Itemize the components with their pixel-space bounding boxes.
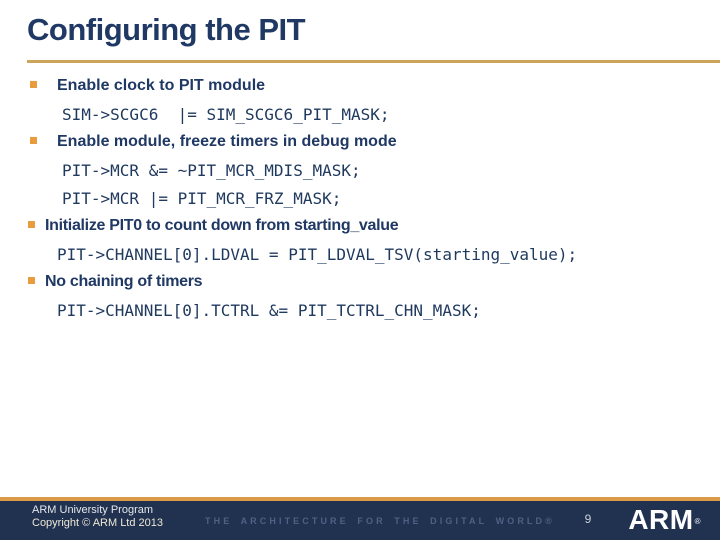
- title-underline: [27, 60, 720, 63]
- bullet-item: Enable module, freeze timers in debug mo…: [0, 128, 720, 156]
- bullet-label: Enable clock to PIT module: [57, 77, 266, 94]
- page-title: Configuring the PIT: [27, 12, 306, 47]
- square-bullet-icon: [30, 80, 37, 88]
- code-line: SIM->SCGC6 |= SIM_SCGC6_PIT_MASK;: [62, 104, 390, 124]
- bullet-item: No chaining of timers: [0, 268, 720, 296]
- code-line: PIT->MCR |= PIT_MCR_FRZ_MASK;: [62, 188, 342, 208]
- arm-logo-text: ARM: [628, 504, 694, 535]
- code-line: PIT->MCR &= ~PIT_MCR_MDIS_MASK;: [62, 160, 361, 180]
- square-bullet-icon: [28, 276, 35, 284]
- bullet-item: Enable clock to PIT module: [0, 72, 720, 100]
- footer-credits: ARM University Program Copyright © ARM L…: [32, 504, 163, 530]
- slide-content: Enable clock to PIT module SIM->SCGC6 |=…: [0, 72, 720, 324]
- code-line: PIT->CHANNEL[0].TCTRL &= PIT_TCTRL_CHN_M…: [57, 300, 481, 320]
- bullet-label: Enable module, freeze timers in debug mo…: [57, 133, 397, 150]
- square-bullet-icon: [28, 220, 35, 228]
- bullet-label: Initialize PIT0 to count down from start…: [45, 217, 399, 234]
- registered-trademark-icon: ®: [694, 517, 701, 526]
- footer-tagline: THE ARCHITECTURE FOR THE DIGITAL WORLD®: [205, 516, 555, 526]
- footer-bar: ARM University Program Copyright © ARM L…: [0, 497, 720, 540]
- footer-program-text: ARM University Program: [32, 504, 154, 516]
- arm-logo: ARM®: [628, 504, 700, 536]
- square-bullet-icon: [30, 136, 37, 144]
- code-line: PIT->CHANNEL[0].LDVAL = PIT_LDVAL_TSV(st…: [57, 244, 578, 264]
- bullet-label: No chaining of timers: [45, 273, 203, 290]
- page-number: 9: [584, 512, 592, 526]
- bullet-item: Initialize PIT0 to count down from start…: [0, 212, 720, 240]
- footer-copyright-text: Copyright © ARM Ltd 2013: [32, 517, 164, 529]
